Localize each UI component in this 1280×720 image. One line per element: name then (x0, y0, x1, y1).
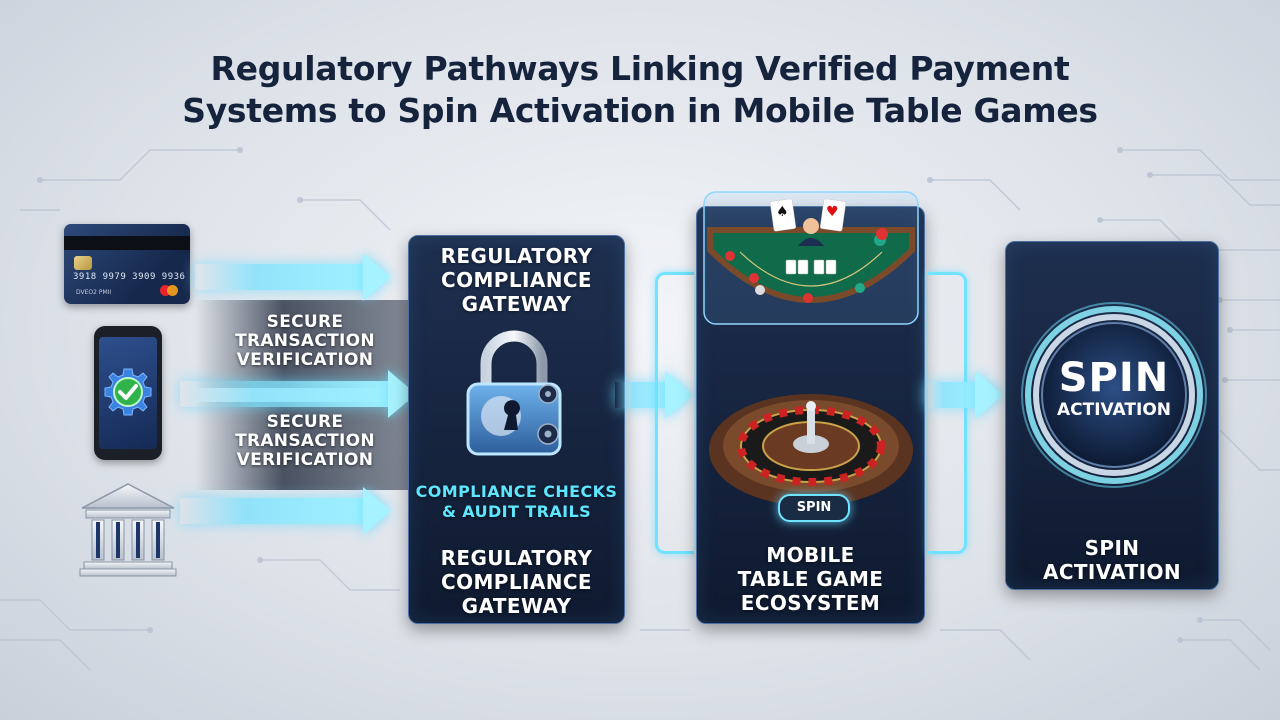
verification-band-1 (195, 300, 415, 388)
gateway-header-line-2: COMPLIANCE (441, 268, 592, 292)
page-title: Regulatory Pathways Linking Verified Pay… (0, 48, 1280, 132)
spin-activation-label: SPIN ACTIVATION (1006, 536, 1218, 584)
glow-ring-icon (1021, 302, 1207, 488)
card-chip (74, 256, 92, 270)
gateway-header-line-1: REGULATORY (440, 244, 593, 268)
gateway-header: REGULATORY COMPLIANCE GATEWAY (409, 244, 624, 316)
arrow-card-to-gateway (195, 264, 365, 290)
label-1-line-3: VERIFICATION (236, 350, 374, 370)
regulatory-compliance-gateway-panel: REGULATORY COMPLIANCE GATEWAY COMPLIANCE… (408, 235, 625, 624)
compliance-checks-label: COMPLIANCE CHECKS & AUDIT TRAILS (409, 482, 624, 522)
card-logo-red (160, 285, 171, 296)
label-2-line-1: SECURE (266, 412, 344, 432)
arrow-phone-to-gateway (180, 381, 390, 407)
checks-line-2: & AUDIT TRAILS (441, 502, 591, 521)
card-number: 3918 9979 3909 9936 (73, 272, 186, 282)
gateway-header-line-3: GATEWAY (461, 292, 572, 316)
padlock-gear-icon (466, 330, 562, 456)
ecosystem-label-line-1: MOBILE (766, 543, 855, 567)
card-logo-orange (167, 285, 178, 296)
spin-label-line-2: ACTIVATION (1042, 560, 1182, 584)
label-2-line-2: TRANSACTION (235, 431, 375, 451)
title-line-2: Systems to Spin Activation in Mobile Tab… (182, 91, 1098, 130)
blackjack-table-illustration: ♠ ♥ (703, 191, 919, 325)
ecosystem-label-line-3: ECOSYSTEM (740, 591, 881, 615)
spin-label-line-1: SPIN (1084, 536, 1140, 560)
card-brand-text: DVEO2 PMII (76, 289, 112, 296)
spin-ring-title: SPIN (1058, 355, 1170, 401)
gateway-footer-line-3: GATEWAY (461, 594, 572, 618)
spin-button[interactable]: SPIN (778, 494, 850, 522)
verification-band-2 (195, 402, 415, 490)
gateway-footer-line-2: COMPLIANCE (441, 570, 592, 594)
gateway-footer: REGULATORY COMPLIANCE GATEWAY (409, 546, 624, 618)
bracket-left-ecosystem (655, 272, 694, 554)
title-line-1: Regulatory Pathways Linking Verified Pay… (210, 49, 1070, 88)
svg-text:♥: ♥ (826, 204, 839, 220)
card-magnetic-stripe (64, 236, 190, 250)
spin-activation-ring[interactable] (1019, 300, 1209, 490)
gateway-footer-line-1: REGULATORY (440, 546, 593, 570)
label-1-line-1: SECURE (266, 312, 344, 332)
credit-card-icon: 3918 9979 3909 9936 DVEO2 PMII (64, 224, 190, 304)
bracket-right-ecosystem (928, 272, 967, 554)
svg-text:♠: ♠ (776, 204, 789, 220)
secure-transaction-verification-label-2: SECURE TRANSACTION VERIFICATION (230, 413, 380, 470)
spin-ring-subtitle: ACTIVATION (1057, 400, 1171, 420)
arrow-ecosystem-to-spin (925, 382, 977, 408)
gear-check-icon (104, 368, 152, 416)
checks-line-1: COMPLIANCE CHECKS (415, 482, 618, 501)
label-2-line-3: VERIFICATION (236, 450, 374, 470)
ecosystem-label: MOBILE TABLE GAME ECOSYSTEM (697, 543, 924, 615)
bank-icon (79, 483, 177, 577)
secure-transaction-verification-label-1: SECURE TRANSACTION VERIFICATION (230, 313, 380, 370)
arrow-bank-to-gateway (180, 498, 365, 524)
ecosystem-label-line-2: TABLE GAME (737, 567, 884, 591)
label-1-line-2: TRANSACTION (235, 331, 375, 351)
dealer-cards (770, 198, 846, 232)
arrow-gateway-to-ecosystem (615, 382, 667, 408)
roulette-wheel-illustration (709, 394, 913, 506)
mobile-phone-icon (94, 326, 162, 460)
